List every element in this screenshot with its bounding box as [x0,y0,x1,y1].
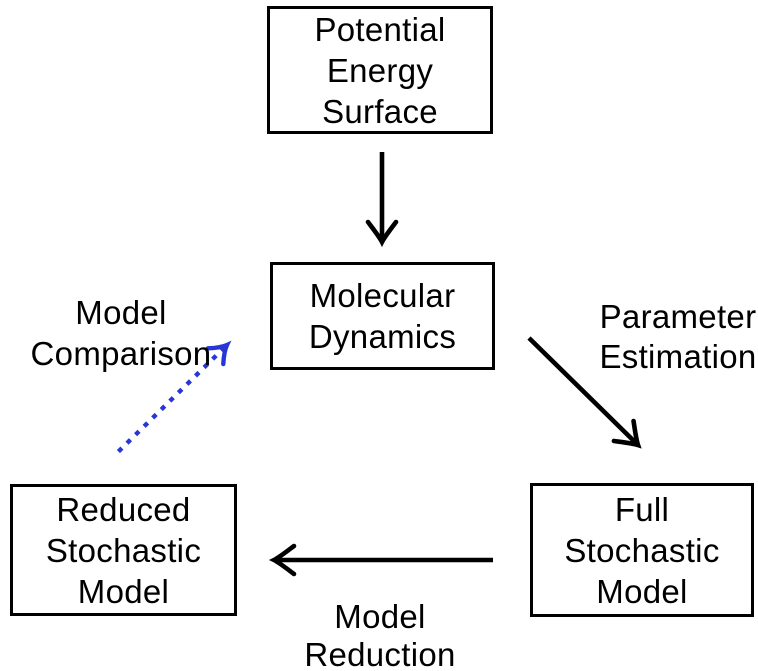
node-text-line: Reduced [56,490,191,528]
node-text-line: Model [596,572,688,610]
node-text-line: Stochastic [45,531,202,569]
edge-label-model-reduction: Model Reduction [280,598,480,671]
node-text-line: Full [614,490,670,528]
node-text-line: Potential [314,10,446,48]
node-reduced-stochastic-model: Reduced Stochastic Model [10,484,237,616]
edge-label-line: Comparison [30,335,212,372]
node-molecular-dynamics: Molecular Dynamics [270,262,495,370]
node-text-line: Dynamics [308,318,457,355]
node-potential-energy-surface: Potential Energy Surface [267,6,493,134]
node-text-line: Molecular [309,277,456,314]
node-text-line: Surface [322,92,438,130]
edge-label-line: Model [75,294,167,331]
node-text-line: Energy [326,51,434,89]
node-text-line: Stochastic [564,531,720,569]
node-full-stochastic-model: Full Stochastic Model [530,483,754,617]
edge-label-line: Reduction [304,636,456,671]
edge-label-line: Parameter [599,298,757,335]
edge-label-model-comparison: Model Comparison [0,292,242,374]
node-text-line: Model [77,572,170,610]
edge-label-line: Estimation [599,338,757,375]
edge-label-parameter-estimation: Parameter Estimation [598,297,758,377]
edge-label-line: Model [334,598,426,635]
